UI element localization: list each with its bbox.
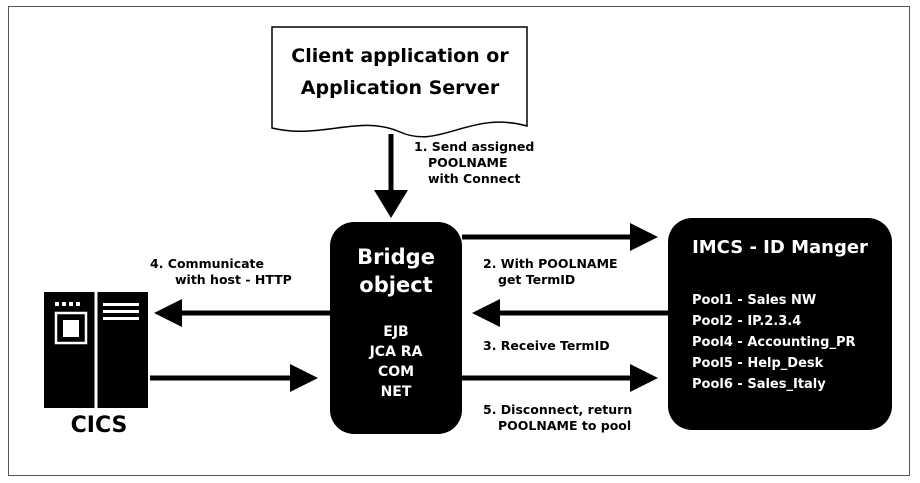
bridge-item: COM [377, 364, 415, 380]
server-icon [44, 292, 148, 408]
step1-line-2: POOLNAME [428, 155, 508, 170]
pool-item: Pool2 - IP.2.3.4 [692, 314, 802, 329]
pool-item: Pool6 - Sales_Italy [692, 377, 826, 392]
step4-label: 4. Communicate with host - HTTP [150, 256, 292, 288]
pool-list: Pool1 - Sales NW Pool2 - IP.2.3.4 Pool4 … [692, 290, 892, 395]
pool-item: Pool4 - Accounting_PR [692, 335, 856, 350]
step2-line-1: 2. With POOLNAME [483, 256, 618, 271]
pool-item: Pool1 - Sales NW [692, 293, 817, 308]
step1-label: 1. Send assigned POOLNAME with Connect [414, 139, 534, 187]
client-line-2: Application Server [300, 77, 500, 99]
client-document-shape [271, 26, 528, 138]
imcs-box [668, 218, 892, 430]
step5-line-1: 5. Disconnect, return [483, 402, 633, 417]
step3-label: 3. Receive TermID [483, 338, 610, 353]
step5-label: 5. Disconnect, return POOLNAME to pool [483, 402, 632, 434]
arrow-host-to-bridge [150, 364, 318, 392]
step2-line-2: get TermID [498, 272, 576, 287]
client-line-1: Client application or [291, 45, 509, 67]
arrow-send-poolname [374, 134, 408, 218]
pool-item: Pool5 - Help_Desk [692, 356, 824, 371]
step1-line-1: 1. Send assigned [414, 139, 535, 154]
step2-label: 2. With POOLNAME get TermID [483, 256, 618, 288]
arrow-receive-termid [472, 299, 668, 327]
bridge-title-line-2: object [359, 273, 433, 297]
arrow-communicate-host [154, 299, 330, 327]
step4-line-1: 4. Communicate [150, 256, 264, 271]
bridge-item: JCA RA [369, 344, 423, 360]
step1-line-3: with Connect [428, 171, 521, 186]
cics-label: CICS [70, 413, 128, 438]
diagram-frame [8, 6, 910, 476]
arrow-get-termid [462, 223, 658, 251]
bridge-item: NET [380, 384, 412, 400]
arrow-disconnect-return [462, 364, 658, 392]
imcs-title: IMCS - ID Manger [692, 237, 868, 258]
bridge-object-box [330, 222, 462, 434]
step5-line-2: POOLNAME to pool [498, 418, 632, 433]
step4-line-2: with host - HTTP [175, 272, 292, 287]
client-application-label: Client application or Application Server [280, 40, 520, 104]
bridge-object-title: Bridge object [330, 243, 462, 299]
bridge-technology-list: EJB JCA RA COM NET [330, 322, 462, 402]
bridge-item: EJB [383, 324, 409, 340]
bridge-title-line-1: Bridge [357, 245, 435, 269]
